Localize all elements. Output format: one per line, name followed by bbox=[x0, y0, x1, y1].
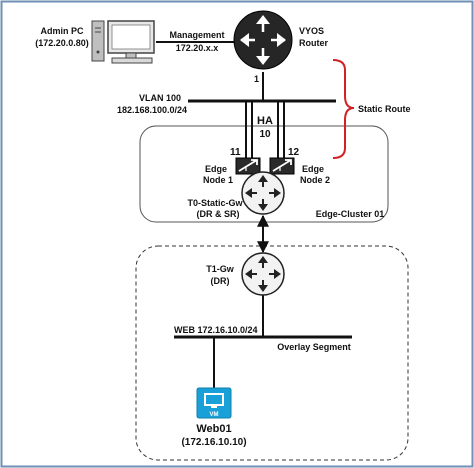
edge1-port-label: 11 bbox=[230, 147, 241, 158]
edge-node-icon bbox=[235, 157, 261, 175]
edge-cluster-label: Edge-Cluster 01 bbox=[316, 209, 385, 219]
vyos-label-line1: VYOS bbox=[299, 26, 324, 36]
edge2-port-label: 12 bbox=[288, 147, 300, 158]
ha-label: HA bbox=[257, 115, 273, 127]
edge2-label-line1: Edge bbox=[302, 164, 324, 174]
edge-node-icon bbox=[269, 157, 295, 175]
t1-label-line1: T1-Gw bbox=[206, 264, 235, 274]
edge1-label-line2: Node 1 bbox=[203, 175, 233, 185]
vyos-label-line2: Router bbox=[299, 38, 328, 48]
t0-label-line1: T0-Static-Gw bbox=[187, 198, 243, 208]
edge2-label-line2: Node 2 bbox=[300, 175, 330, 185]
static-route-label: Static Route bbox=[358, 104, 411, 114]
web01-ip: (172.16.10.10) bbox=[181, 437, 246, 448]
vlan-name: VLAN 100 bbox=[139, 93, 181, 103]
edge1-label-line1: Edge bbox=[205, 164, 227, 174]
static-route-bracket bbox=[332, 59, 355, 159]
router-port-label: 1 bbox=[254, 74, 259, 84]
management-title: Management bbox=[169, 30, 224, 40]
management-ip: 172.20.x.x bbox=[176, 43, 219, 53]
gateway-router-icon bbox=[241, 171, 285, 215]
overlay-domain-box bbox=[135, 245, 409, 461]
vm-badge: VM bbox=[210, 412, 219, 418]
overlay-segment-label: Overlay Segment bbox=[277, 342, 351, 352]
t0-label-line2: (DR & SR) bbox=[197, 209, 240, 219]
web01-name: Web01 bbox=[196, 423, 231, 435]
web-segment-label: WEB 172.16.10.0/24 bbox=[174, 325, 258, 335]
desktop-computer-icon bbox=[91, 20, 155, 64]
virtual-machine-icon: VM bbox=[196, 387, 232, 419]
t1-label-line2: (DR) bbox=[211, 276, 230, 286]
gateway-router-icon bbox=[241, 252, 285, 296]
vlan-subnet: 182.168.100.0/24 bbox=[117, 105, 187, 115]
router-icon bbox=[233, 10, 293, 70]
ha-id-label: 10 bbox=[259, 129, 271, 140]
admin-pc-name: Admin PC bbox=[40, 26, 84, 36]
admin-pc-ip: (172.20.0.80) bbox=[35, 38, 89, 48]
